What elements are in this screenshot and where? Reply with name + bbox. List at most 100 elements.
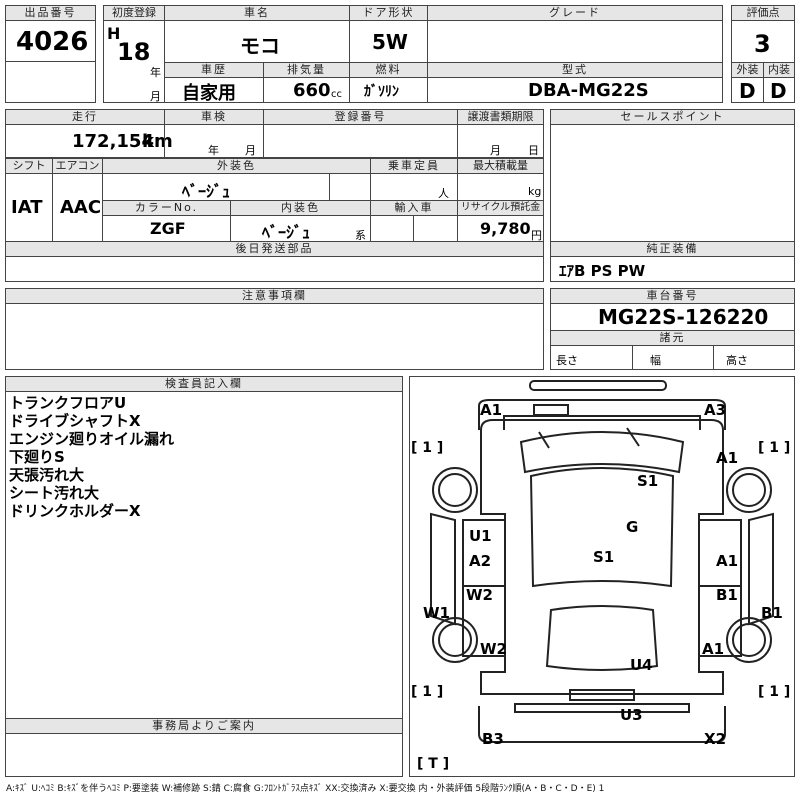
history-header: 車歴 (164, 62, 264, 78)
rear-left-wheel-inner (438, 623, 472, 657)
transfer-doc-month-unit: 月 (490, 144, 501, 157)
recycle-value: 9,780 (480, 219, 531, 238)
inspection-header: 車検 (164, 109, 264, 125)
damage-code-label: A1 (716, 552, 739, 570)
damage-bracket-label: [ 1 ] (758, 440, 791, 456)
windshield-wiper-l (538, 431, 550, 449)
exterior-grade: D (739, 79, 756, 103)
first-reg-year: 18 (117, 38, 151, 66)
first-reg-month-unit: 月 (150, 90, 161, 103)
max-load-unit: kg (528, 185, 542, 198)
front-left-wheel (432, 467, 478, 513)
windshield (519, 431, 685, 474)
import-box-b (413, 215, 458, 242)
import-header: 輸入車 (370, 200, 458, 216)
inspector-header: 検査員記入欄 (5, 376, 403, 392)
damage-code-label: U4 (630, 656, 653, 674)
interior-color-unit: 系 (355, 229, 366, 242)
damage-code-label: X2 (704, 730, 727, 748)
capacity-header: 乗車定員 (370, 158, 458, 174)
color-no-value: ZGF (150, 219, 186, 238)
rear-window (545, 605, 659, 671)
inspector-note-line: トランクフロアU (9, 394, 127, 412)
front-right-wheel-inner (732, 473, 766, 507)
rear-bumper (478, 706, 726, 743)
sales-points-box (550, 124, 795, 242)
damage-code-label: U1 (469, 527, 492, 545)
displacement-value: 660 (293, 80, 331, 101)
exterior-color-extra (329, 173, 371, 201)
recycle-unit: 円 (531, 229, 542, 242)
notes-header: 注意事項欄 (5, 288, 544, 304)
first-reg-header: 初度登録 (103, 5, 165, 21)
damage-code-label: S1 (637, 472, 659, 490)
history-value: 自家用 (182, 83, 236, 104)
interior-color-header: 内装色 (230, 200, 371, 216)
specs-header: 諸元 (550, 330, 795, 346)
grade-box (427, 20, 723, 63)
lot-number: 4026 (16, 27, 89, 57)
rear-trunk-strip (514, 703, 690, 713)
score-value: 3 (754, 30, 771, 58)
shift-value: IAT (11, 197, 43, 218)
interior-grade-box (763, 77, 795, 103)
fuel-value: ｶﾞｿﾘﾝ (364, 84, 399, 100)
chassis-header: 車台番号 (550, 288, 795, 304)
inspection-month-unit: 月 (245, 144, 256, 157)
damage-code-label: A1 (716, 449, 739, 467)
damage-code-label: W2 (480, 640, 507, 658)
front-bumper (478, 399, 726, 430)
interior-grade: D (770, 79, 787, 103)
damage-bracket-label: [ 1 ] (411, 440, 444, 456)
inspector-note-line: ドライブシャフトX (9, 412, 141, 430)
inspector-note-line: 天張汚れ大 (9, 466, 85, 484)
score-header: 評価点 (731, 5, 795, 21)
exterior-grade-header: 外装 (731, 62, 764, 78)
capacity-unit: 人 (438, 187, 449, 200)
transfer-doc-box (457, 124, 544, 158)
inspection-year-unit: 年 (208, 144, 219, 157)
equipment-box (550, 256, 795, 282)
left-rear-door (462, 585, 506, 657)
damage-code-label: B1 (716, 586, 738, 604)
damage-code-label: B3 (482, 730, 504, 748)
damage-bracket-label: [ 1 ] (411, 684, 444, 700)
lot-number-lower (5, 61, 96, 103)
sales-points-header: セールスポイント (550, 109, 795, 125)
office-box (5, 733, 403, 777)
specs-width-box (632, 345, 714, 370)
recycle-header: リサイクル預託金 (457, 200, 544, 216)
shift-header: シフト (5, 158, 53, 174)
first-reg-year-unit: 年 (150, 66, 161, 79)
displacement-header: 排気量 (263, 62, 350, 78)
damage-code-label: U3 (620, 706, 643, 724)
right-side-panel (748, 512, 774, 626)
car-diagram (430, 380, 774, 743)
specs-width-label: 幅 (650, 354, 661, 367)
damage-code-label: B1 (761, 604, 783, 622)
inspector-note-line: シート汚れ大 (9, 484, 100, 502)
model-code-box (427, 77, 723, 103)
front-left-wheel-inner (438, 473, 472, 507)
specs-length-label: 長さ (556, 354, 578, 367)
import-box-a (370, 215, 414, 242)
left-side-panel (430, 512, 456, 626)
damage-code-label: W1 (423, 604, 450, 622)
damage-code-label: A1 (480, 401, 503, 419)
registration-header: 登録番号 (263, 109, 458, 125)
first-reg-era: H (107, 24, 121, 43)
mileage-unit: km (142, 131, 173, 152)
inspector-note-line: エンジン廻りオイル漏れ (9, 430, 175, 448)
later-parts-box (5, 256, 544, 282)
car-name: モコ (240, 34, 280, 58)
damage-diagram-frame (409, 376, 795, 777)
inspector-note-line: 下廻りS (9, 448, 65, 466)
interior-grade-header: 内装 (763, 62, 795, 78)
damage-code-label: G (626, 518, 639, 536)
damage-bracket-label: [ T ] (417, 756, 450, 772)
interior-color-value: ﾍﾞｰｼﾞｭ (262, 223, 311, 242)
front-bumper-strip (529, 380, 667, 391)
damage-code-label: A2 (469, 552, 492, 570)
equipment-value: ｴｱB PS PW (559, 262, 646, 280)
